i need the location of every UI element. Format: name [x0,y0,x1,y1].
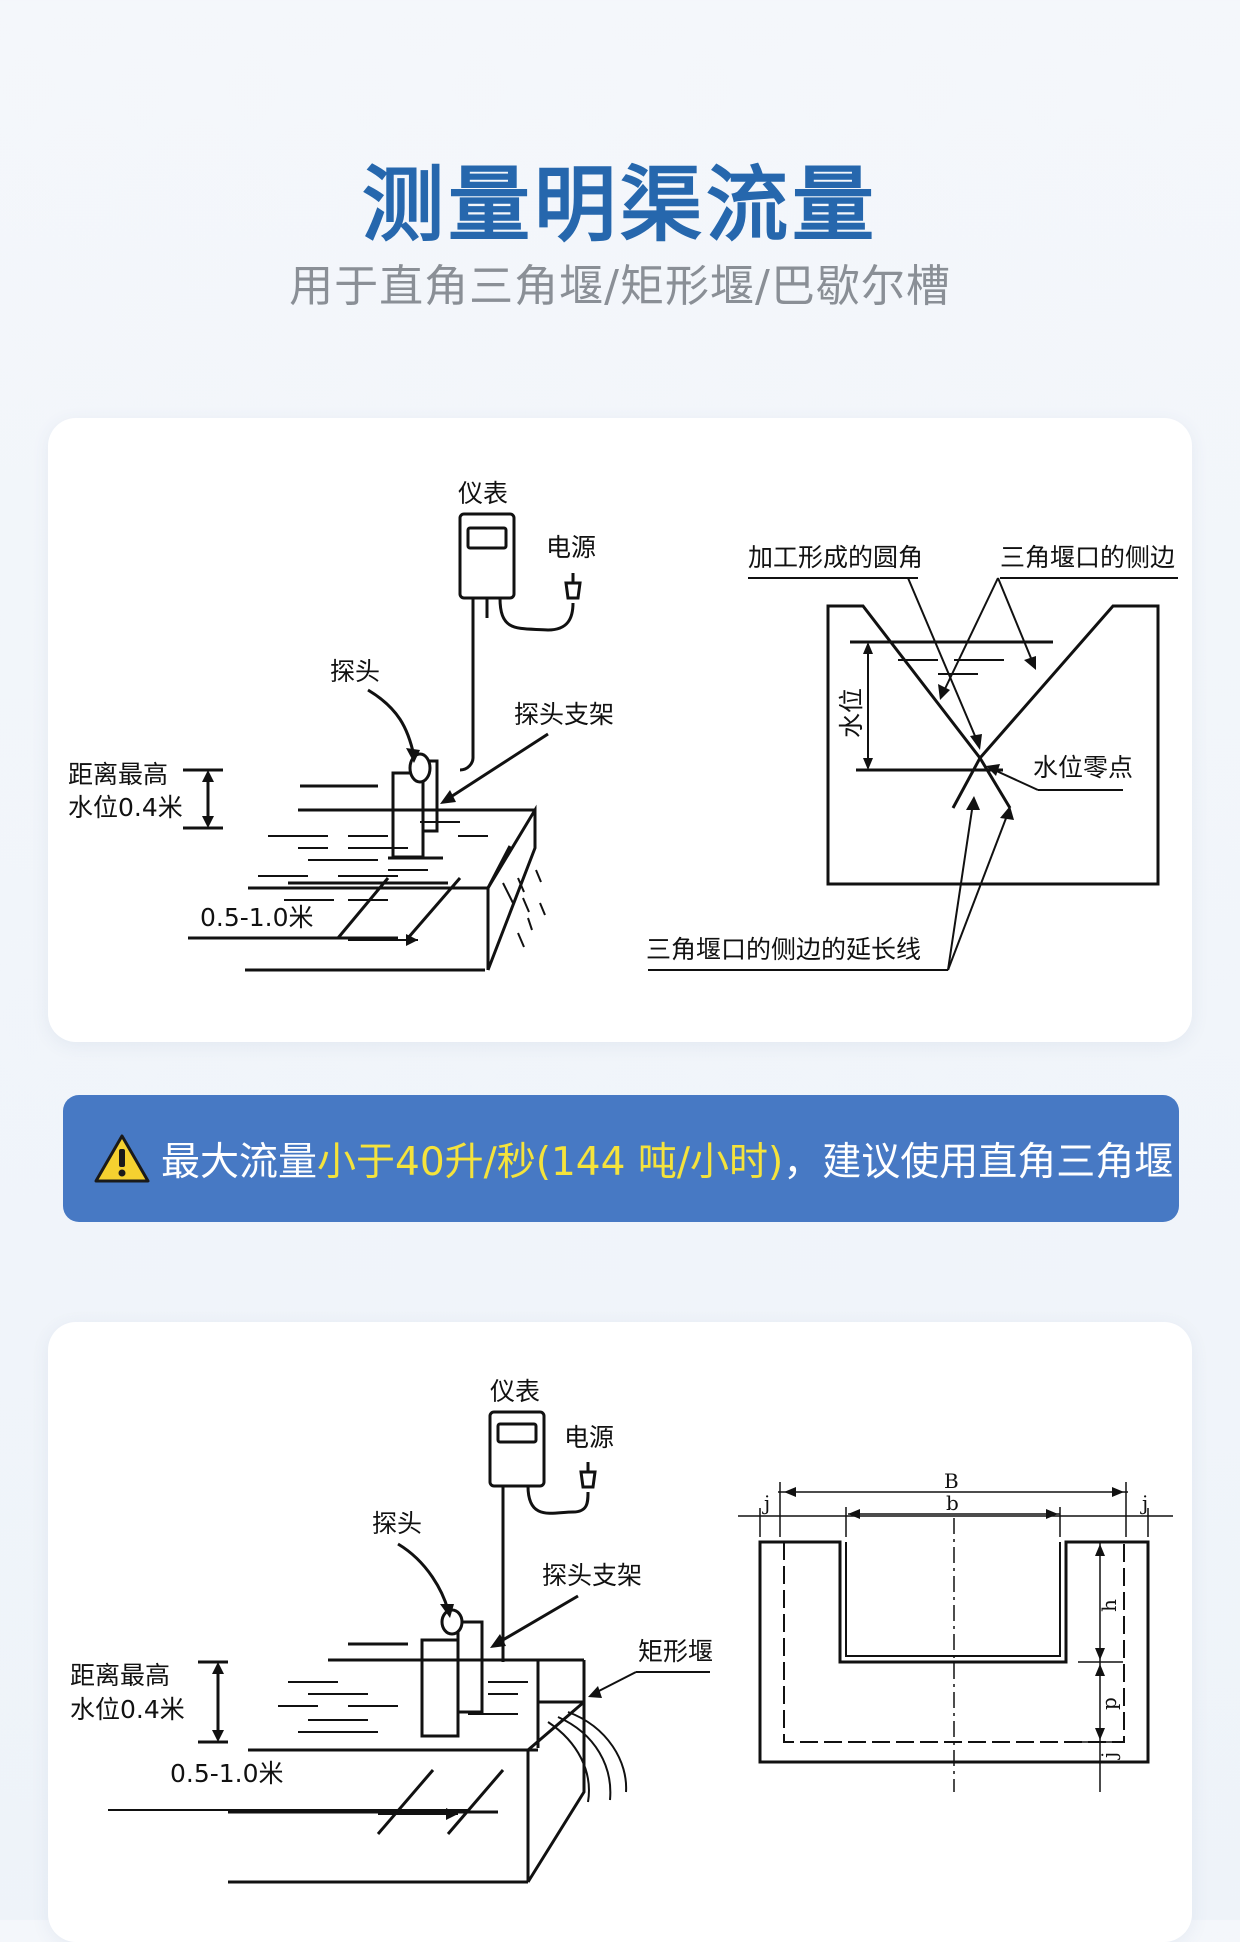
flow-recommendation-banner: 最大流量小于40升/秒(144 吨/小时)，建议使用直角三角堰 [63,1095,1179,1222]
distance-label-line1: 距离最高 [70,1661,170,1690]
dim-B-label: B [944,1469,959,1493]
probe-bracket-label: 探头支架 [542,1561,642,1590]
weir-side-label: 三角堰口的侧边 [1000,543,1175,572]
channel-drawing [245,784,546,972]
power-label: 电源 [546,533,596,562]
probe-label: 探头 [330,657,380,686]
rectangular-weir-diagram: 仪表 电源 探头 探头支架 矩形堰 [70,1377,1173,1884]
meter-label: 仪表 [490,1377,540,1406]
dim-p-label: p [1097,1697,1121,1710]
dim-j-left-label: j [762,1491,770,1515]
dim-h-label: h [1097,1599,1121,1612]
channel-drawing [228,1642,628,1884]
banner-highlight: 小于40升/秒(144 吨/小时) [317,1139,784,1185]
water-level-label: 水位 [837,688,866,738]
dim-j-right-label: j [1140,1491,1148,1515]
zero-point-label: 水位零点 [1033,753,1133,782]
dim-b-label: b [946,1491,959,1515]
page-subtitle: 用于直角三角堰/矩形堰/巴歇尔槽 [289,261,951,312]
extension-label: 三角堰口的侧边的延长线 [646,935,921,964]
rectangular-weir-card: 仪表 电源 探头 探头支架 矩形堰 [48,1322,1192,1942]
distance-label-line2: 水位0.4米 [70,1695,185,1724]
power-cable [498,597,575,632]
rect-weir-label: 矩形堰 [638,1637,713,1666]
distance-label-line2: 水位0.4米 [68,793,183,822]
probe-icon [388,752,443,860]
rounded-corner-label: 加工形成的圆角 [748,543,923,572]
probe-icon [420,1608,484,1738]
meter-label: 仪表 [458,479,508,508]
probe-bracket-label: 探头支架 [514,700,614,729]
warning-icon [94,1134,150,1182]
range-label: 0.5-1.0米 [170,1759,284,1788]
dim-j-bottom-label: j [1097,1752,1121,1760]
plug-icon [564,581,582,600]
meter-icon [458,512,516,618]
meter-icon [488,1410,546,1488]
range-label: 0.5-1.0米 [200,903,314,932]
weir-cross-section [826,604,1160,886]
probe-label: 探头 [372,1509,422,1538]
banner-prefix: 最大流量 [161,1139,318,1185]
power-label: 电源 [564,1423,614,1452]
distance-label-line1: 距离最高 [68,760,168,789]
rect-weir-section [738,1482,1173,1792]
triangular-weir-diagram: 仪表 电源 探头 探头支架 [68,479,1178,972]
page-title: 测量明渠流量 [361,158,878,253]
triangular-weir-card: 仪表 电源 探头 探头支架 [48,418,1192,1042]
banner-suffix: ，建议使用直角三角堰 [783,1139,1174,1185]
